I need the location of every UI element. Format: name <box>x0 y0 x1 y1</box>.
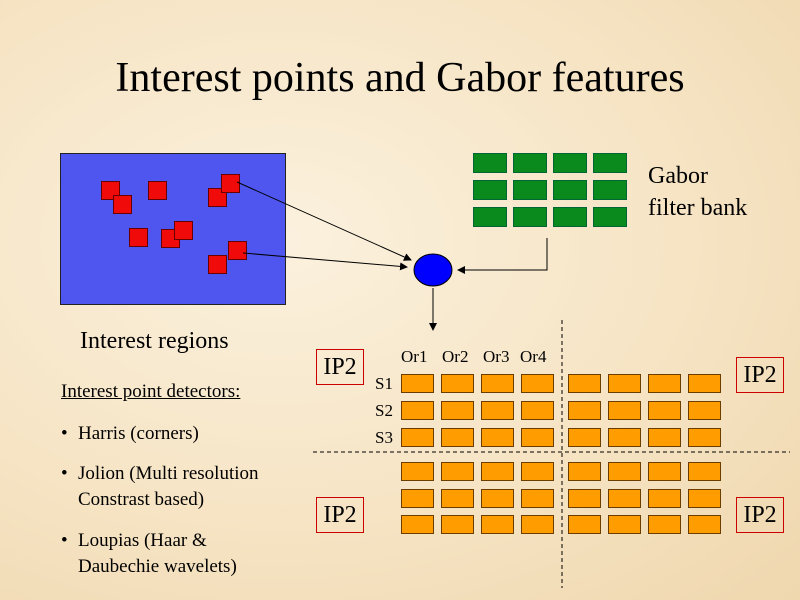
feature-cell <box>688 489 721 508</box>
feature-cell <box>521 515 554 534</box>
feature-cell <box>441 401 474 420</box>
feature-cell <box>441 428 474 447</box>
feature-cell <box>521 489 554 508</box>
bullet-dot: • <box>61 530 68 551</box>
scale-label: S1 <box>375 374 393 393</box>
gabor-filter <box>473 153 507 173</box>
orientation-label: Or3 <box>483 347 510 366</box>
feature-cell <box>521 401 554 420</box>
bullet-text: Harris (corners) <box>78 423 199 444</box>
interest-regions-label: Interest regions <box>80 328 229 354</box>
feature-cell <box>568 401 601 420</box>
feature-cell <box>521 462 554 481</box>
image-panel <box>60 153 286 305</box>
feature-cell <box>608 428 641 447</box>
gabor-filter-bank-label: Gabor filter bank <box>648 160 747 224</box>
feature-point-circle <box>413 253 453 287</box>
bullet-text-continued: Daubechie wavelets) <box>78 556 237 577</box>
feature-cell <box>481 374 514 393</box>
feature-cell <box>441 462 474 481</box>
feature-cell <box>401 489 434 508</box>
feature-cell <box>441 374 474 393</box>
gabor-filter <box>593 180 627 200</box>
feature-cell <box>521 374 554 393</box>
feature-cell <box>401 401 434 420</box>
bullet-text: Loupias (Haar & <box>78 530 207 551</box>
feature-cell <box>568 374 601 393</box>
feature-cell <box>608 401 641 420</box>
feature-cell <box>481 515 514 534</box>
gabor-label-line: Gabor <box>648 163 708 189</box>
feature-cell <box>648 428 681 447</box>
feature-cell <box>401 374 434 393</box>
feature-cell <box>648 401 681 420</box>
feature-cell <box>648 374 681 393</box>
scale-label: S2 <box>375 401 393 420</box>
feature-cell <box>608 515 641 534</box>
gabor-filter <box>553 207 587 227</box>
gabor-filter <box>593 207 627 227</box>
bullet-text: Jolion (Multi resolution <box>78 463 259 484</box>
gabor-filter <box>513 180 547 200</box>
bullet-text-continued: Constrast based) <box>78 489 205 510</box>
feature-cell <box>688 428 721 447</box>
feature-cell <box>441 489 474 508</box>
interest-point-square <box>174 221 193 240</box>
bullet-dot: • <box>61 463 68 484</box>
arrow-from-filter-bank <box>457 238 548 274</box>
feature-cell <box>401 462 434 481</box>
feature-cell <box>568 489 601 508</box>
gabor-label-line: filter bank <box>648 195 748 221</box>
detectors-heading: Interest point detectors: <box>61 381 241 402</box>
feature-cell <box>481 428 514 447</box>
arrow-from-upper-point <box>236 181 412 261</box>
gabor-filter <box>473 207 507 227</box>
feature-cell <box>401 515 434 534</box>
feature-cell <box>648 462 681 481</box>
bullet-dot: • <box>61 423 68 444</box>
gabor-filter <box>593 153 627 173</box>
orientation-label: Or2 <box>442 347 469 366</box>
scale-label: S3 <box>375 428 393 447</box>
ip2-box-bottom-left: IP2 <box>316 497 364 533</box>
orientation-label: Or1 <box>401 347 428 366</box>
interest-point-square <box>208 255 227 274</box>
interest-point-square <box>113 195 132 214</box>
interest-point-square <box>129 228 148 247</box>
interest-point-square <box>148 181 167 200</box>
ip2-box-bottom-right: IP2 <box>736 497 784 533</box>
gabor-filter <box>473 180 507 200</box>
gabor-filter <box>513 207 547 227</box>
slide-title: Interest points and Gabor features <box>115 55 685 101</box>
feature-cell <box>688 401 721 420</box>
feature-cell <box>688 374 721 393</box>
feature-cell <box>481 462 514 481</box>
feature-cell <box>648 489 681 508</box>
ip2-box-top-right: IP2 <box>736 357 784 393</box>
feature-cell <box>521 428 554 447</box>
feature-cell <box>608 374 641 393</box>
feature-cell <box>608 489 641 508</box>
gabor-filter <box>553 153 587 173</box>
interest-point-square <box>228 241 247 260</box>
feature-cell <box>481 401 514 420</box>
feature-cell <box>568 428 601 447</box>
ip2-box-top-left: IP2 <box>316 349 364 385</box>
feature-cell <box>688 515 721 534</box>
gabor-filter <box>513 153 547 173</box>
feature-cell <box>688 462 721 481</box>
arrow-from-lower-point <box>242 252 408 271</box>
feature-cell <box>441 515 474 534</box>
feature-cell <box>568 462 601 481</box>
feature-cell <box>401 428 434 447</box>
orientation-label: Or4 <box>520 347 547 366</box>
feature-cell <box>568 515 601 534</box>
feature-cell <box>608 462 641 481</box>
feature-cell <box>481 489 514 508</box>
feature-cell <box>648 515 681 534</box>
gabor-filter <box>553 180 587 200</box>
